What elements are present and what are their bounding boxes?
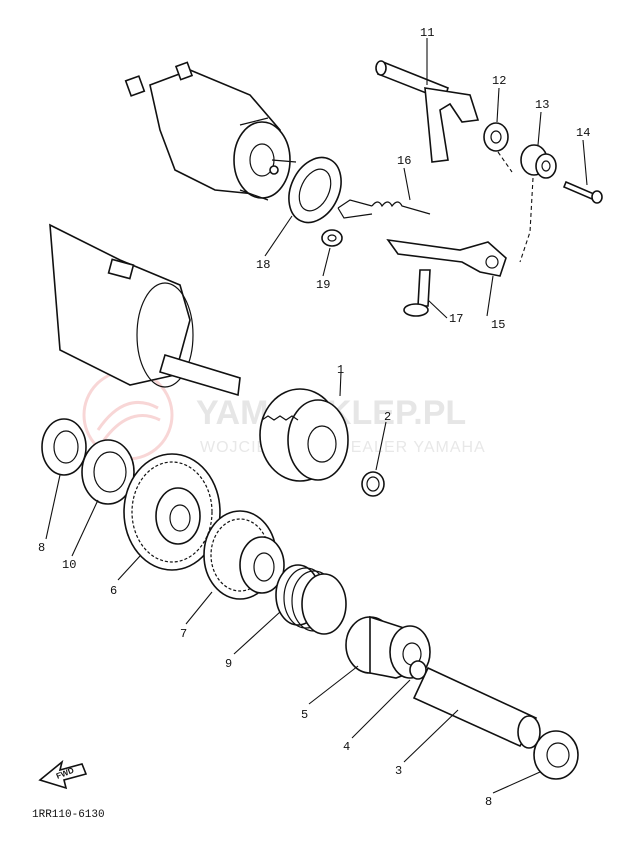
callout-18: 18 <box>256 258 270 272</box>
spring-part-16 <box>337 199 431 219</box>
seal-part-10 <box>81 439 135 505</box>
gear-part-7 <box>203 510 285 600</box>
bolt-part-17 <box>403 269 431 317</box>
diagram-code: 1RR110-6130 <box>32 809 105 821</box>
spring-part-9 <box>275 564 347 635</box>
callout-5: 5 <box>301 708 308 722</box>
callout-12: 12 <box>492 74 506 88</box>
bearing-part-8-left <box>41 418 87 476</box>
forward-arrow-icon: FWD <box>38 759 88 790</box>
callout-16: 16 <box>397 154 411 168</box>
clutch-part-1 <box>259 388 349 482</box>
leader-lines <box>45 38 588 794</box>
starter-motor <box>49 223 241 397</box>
bearing-part-8-right <box>533 730 579 780</box>
callout-14: 14 <box>576 126 590 140</box>
callout-11: 11 <box>420 26 434 40</box>
callout-9: 9 <box>225 657 232 671</box>
callout-13: 13 <box>535 98 549 112</box>
collar-part-13 <box>520 144 557 179</box>
callout-2: 2 <box>384 410 391 424</box>
callout-3: 3 <box>395 764 402 778</box>
callout-8-left: 8 <box>38 541 45 555</box>
callout-8-right: 8 <box>485 795 492 809</box>
lever-part-15 <box>386 238 507 277</box>
nut-part-19 <box>321 229 343 247</box>
circlip-part-2 <box>361 471 385 497</box>
callout-10: 10 <box>62 558 76 572</box>
callout-7: 7 <box>180 627 187 641</box>
shaft-part-3 <box>412 666 541 749</box>
callout-6: 6 <box>110 584 117 598</box>
washer-part-12 <box>483 122 509 152</box>
callout-1: 1 <box>337 363 344 377</box>
washer-part-4 <box>409 660 427 680</box>
bolt-part-14 <box>562 180 603 204</box>
gasket-part-18 <box>288 156 342 224</box>
callouts: 11 12 13 14 16 18 19 17 15 1 2 8 10 6 7 … <box>38 26 590 809</box>
gear-part-5 <box>345 615 431 679</box>
callout-19: 19 <box>316 278 330 292</box>
callout-4: 4 <box>343 740 350 754</box>
callout-15: 15 <box>491 318 505 332</box>
solenoid-assembly <box>124 61 297 201</box>
fork-part-11 <box>375 60 480 163</box>
gear-part-6 <box>123 453 221 571</box>
callout-17: 17 <box>449 312 463 326</box>
